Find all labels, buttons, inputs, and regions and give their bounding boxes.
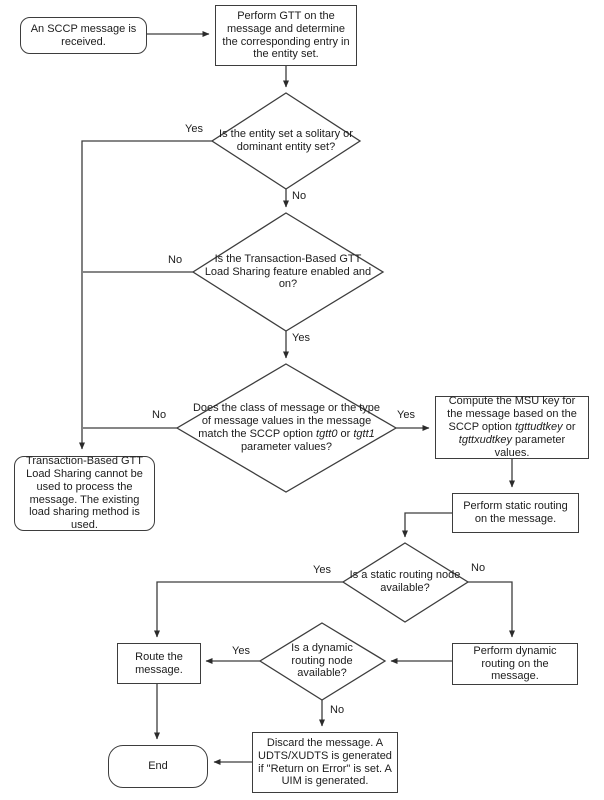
dynamic-node-decision-text: Is a dynamic routing node available? [291, 641, 353, 680]
dynamic-routing-node: Perform dynamic routing on the message. [452, 643, 578, 685]
start-node: An SCCP message is received. [20, 17, 147, 54]
match-decision-diamond [175, 363, 398, 493]
edge-label-entity-yes: Yes [185, 123, 203, 135]
static-routing-label: Perform static routing on the message. [463, 500, 568, 525]
cannot-use-label: Transaction-Based GTT Load Sharing canno… [26, 454, 143, 532]
static-node-decision-text: Is a static routing node available? [349, 569, 461, 594]
edge-label-match-no: No [152, 409, 167, 421]
edge-label-static-yes: Yes [313, 564, 331, 576]
edge-label-dynamic-yes: Yes [232, 645, 250, 657]
tb-gtt-enabled-decision-diamond [191, 212, 385, 332]
edge-static-no [468, 581, 515, 638]
dynamic-routing-label: Perform dynamic routing on the message. [473, 644, 557, 683]
tb-gtt-enabled-decision-text: Is the Transaction-Based GTT Load Sharin… [204, 252, 372, 291]
route-message-label: Route the message. [135, 650, 183, 676]
static-routing-node: Perform static routing on the message. [452, 493, 579, 533]
edge-label-dynamic-no: No [330, 704, 345, 716]
end-node-label: End [148, 760, 168, 773]
edge-label-match-yes: Yes [397, 409, 415, 421]
edge-label-entity-no: No [292, 190, 307, 202]
edge-static-yes [154, 581, 343, 638]
edge-label-tbgtt-no: No [168, 254, 183, 266]
dynamic-node-decision-diamond [258, 622, 387, 701]
discard-message-label: Discard the message. A UDTS/XUDTS is gen… [258, 736, 392, 788]
perform-gtt-node: Perform GTT on the message and determine… [215, 5, 357, 66]
match-decision-text: Does the class of message or the type of… [192, 402, 381, 453]
discard-message-node: Discard the message. A UDTS/XUDTS is gen… [252, 732, 398, 793]
edge-entity-yes-rail [79, 140, 212, 450]
cannot-use-node: Transaction-Based GTT Load Sharing canno… [14, 454, 155, 532]
edge-label-static-no: No [471, 562, 486, 574]
compute-msu-key-label: Compute the MSU key for the message base… [447, 395, 577, 459]
edge-label-tbgtt-yes: Yes [292, 332, 310, 344]
compute-msu-key-node: Compute the MSU key for the message base… [435, 395, 589, 459]
start-node-label: An SCCP message is received. [30, 22, 137, 48]
entity-set-decision-diamond [210, 92, 362, 190]
perform-gtt-label: Perform GTT on the message and determine… [222, 9, 350, 61]
edge-static-to-decision [402, 512, 452, 538]
entity-set-decision-text: Is the entity set a solitary or dominant… [219, 128, 353, 153]
route-message-node: Route the message. [117, 643, 201, 684]
static-node-decision-diamond [341, 542, 470, 623]
end-node: End [108, 745, 208, 788]
